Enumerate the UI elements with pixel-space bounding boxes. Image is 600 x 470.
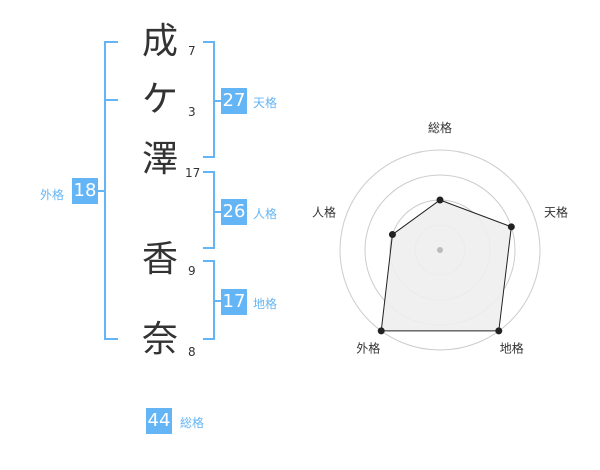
name-char-1: 成: [141, 21, 178, 62]
radar-axis-label-5: 人格: [312, 204, 336, 219]
gaikaku-bracket-mid: [104, 99, 118, 101]
stroke-count-5: 8: [188, 345, 196, 359]
gaikaku-label: 外格: [40, 188, 65, 202]
tenkaku-bracket-top: [203, 41, 215, 43]
radar-axis-label-4: 外格: [356, 341, 380, 356]
soukaku-label: 総格: [180, 416, 205, 430]
stroke-count-3: 17: [185, 166, 201, 180]
stroke-count-1: 7: [188, 44, 196, 58]
gaikaku-bracket-tick: [98, 190, 106, 192]
gaikaku-bracket-top: [104, 41, 118, 43]
radar-series-area: [380, 199, 512, 332]
chikaku-value: 17: [221, 289, 247, 315]
radar-grid-ring-4: [339, 149, 541, 351]
radar-axis-label-1: 総格: [428, 120, 452, 135]
jinkaku-bracket-top: [203, 171, 215, 173]
name-char-4: 香: [141, 239, 178, 280]
radar-point-2: [507, 223, 515, 231]
stroke-count-4: 9: [188, 264, 196, 278]
radar-point-5: [388, 231, 396, 239]
tenkaku-value: 27: [221, 88, 247, 114]
jinkaku-bracket-bottom: [203, 247, 215, 249]
tenkaku-bracket: [213, 41, 215, 158]
tenkaku-label: 天格: [253, 96, 278, 110]
radar-axis-label-2: 天格: [544, 204, 568, 219]
name-char-5: 奈: [141, 319, 178, 360]
gaikaku-value: 18: [72, 178, 98, 204]
jinkaku-value: 26: [221, 199, 247, 225]
tenkaku-bracket-bottom: [203, 156, 215, 158]
radar-point-4: [377, 327, 385, 335]
chikaku-bracket-top: [203, 260, 215, 262]
stroke-count-2: 3: [188, 105, 196, 119]
jinkaku-bracket: [213, 171, 215, 249]
name-char-2: ケ: [141, 79, 178, 120]
tenkaku-bracket-tick: [213, 100, 221, 102]
chikaku-label: 地格: [253, 297, 278, 311]
name-char-3: 澤: [141, 139, 178, 180]
soukaku-value: 44: [146, 408, 172, 434]
radar-axis-label-3: 地格: [500, 341, 524, 356]
radar-point-3: [495, 327, 503, 335]
jinkaku-bracket-tick: [213, 211, 221, 213]
gaikaku-bracket-bottom: [104, 338, 118, 340]
jinkaku-label: 人格: [253, 207, 278, 221]
chikaku-bracket-bottom: [203, 338, 215, 340]
radar-center-dot: [437, 247, 443, 253]
radar-point-1: [436, 196, 444, 204]
chikaku-bracket-tick: [213, 300, 221, 302]
